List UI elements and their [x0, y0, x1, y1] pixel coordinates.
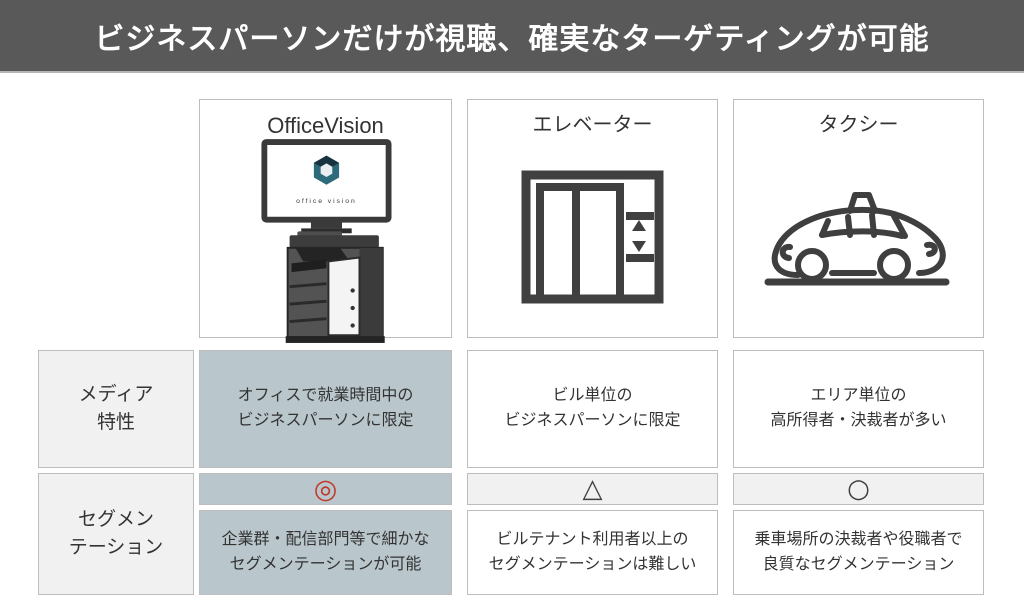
officevision-kiosk-illustration: office vision [261, 139, 392, 344]
media-trait-text: エリア単位の 高所得者・決裁者が多い [770, 387, 947, 429]
segmentation-cell-officevision: 企業群・配信部門等で細かな セグメンテーションが可能 [199, 510, 452, 595]
rating-double-circle-icon: ◎ [313, 473, 338, 505]
media-trait-cell-taxi: エリア単位の 高所得者・決裁者が多い [733, 350, 984, 468]
rating-cell-taxi: ○ [733, 473, 984, 505]
row-header-media-traits-label: メディア 特性 [78, 383, 154, 434]
media-card-title-elevator: エレベーター [532, 114, 653, 136]
taxi-icon [734, 137, 983, 337]
media-trait-cell-elevator: ビル単位の ビジネスパーソンに限定 [467, 350, 718, 468]
segmentation-text: 企業群・配信部門等で細かな セグメンテーションが可能 [221, 530, 430, 573]
rating-triangle-icon: △ [582, 474, 603, 504]
row-header-segmentation: セグメン テーション [38, 473, 194, 595]
taxi-illustration [764, 192, 949, 286]
segmentation-text: ビルテナント利用者以上の セグメンテーションは難しい [488, 530, 697, 573]
row-header-segmentation-label: セグメン テーション [68, 508, 164, 559]
segmentation-cell-taxi: 乗車場所の決裁者や役職者で 良質なセグメンテーション [733, 510, 984, 595]
officevision-kiosk-icon: office vision [200, 139, 451, 345]
officevision-logo-text: office vision [296, 199, 357, 206]
segmentation-text: 乗車場所の決裁者や役職者で 良質なセグメンテーション [754, 530, 963, 573]
segmentation-cell-elevator: ビルテナント利用者以上の セグメンテーションは難しい [467, 510, 718, 595]
media-trait-text: ビル単位の ビジネスパーソンに限定 [504, 387, 681, 429]
media-card-title-taxi: タクシー [818, 114, 899, 136]
media-card-title-officevision: OfficeVision [267, 113, 384, 138]
banner: ビジネスパーソンだけが視聴、確実なターゲティングが可能 [0, 0, 1024, 73]
media-card-officevision: OfficeVision office vision [199, 99, 452, 344]
elevator-icon [468, 137, 717, 337]
media-trait-text: オフィスで就業時間中の ビジネスパーソンに限定 [237, 387, 414, 429]
rating-circle-icon: ○ [847, 474, 870, 504]
elevator-illustration [521, 170, 664, 304]
banner-title: ビジネスパーソンだけが視聴、確実なターゲティングが可能 [94, 22, 930, 56]
rating-cell-officevision: ◎ [199, 473, 452, 505]
rating-cell-elevator: △ [467, 473, 718, 505]
row-header-media-traits: メディア 特性 [38, 350, 194, 468]
media-trait-cell-officevision: オフィスで就業時間中の ビジネスパーソンに限定 [199, 350, 452, 468]
media-card-elevator: エレベーター [467, 99, 718, 338]
media-card-taxi: タクシー [733, 99, 984, 338]
